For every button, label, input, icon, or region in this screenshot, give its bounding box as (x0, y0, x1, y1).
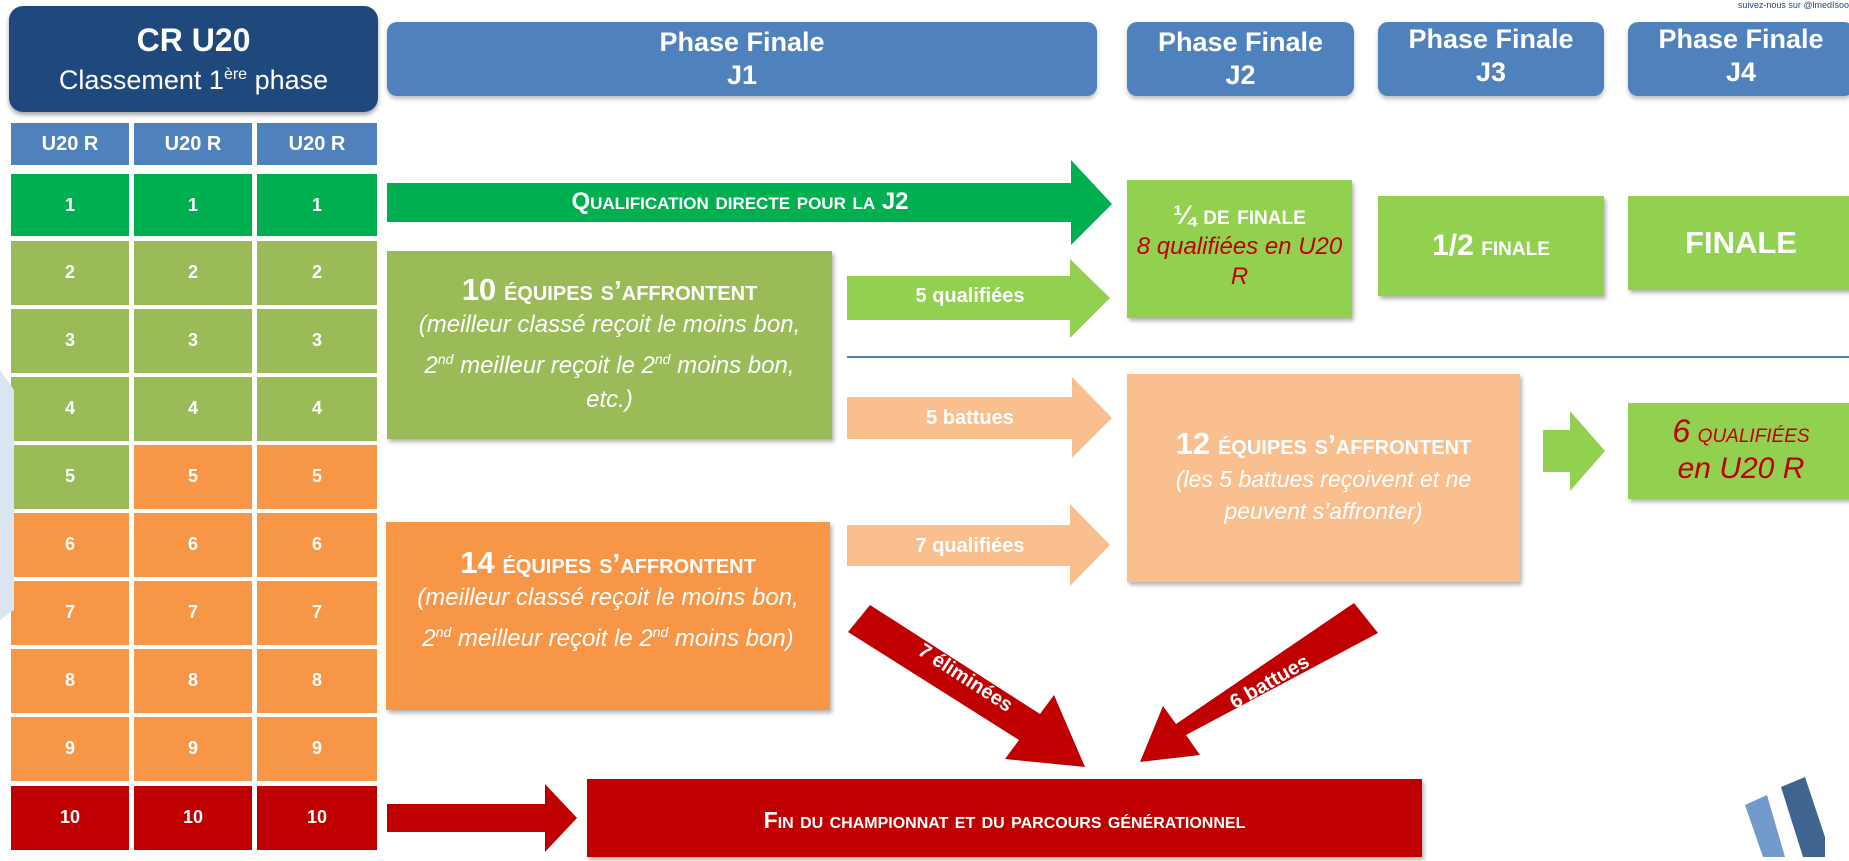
arrow-five-qualified (847, 259, 1110, 338)
ten-teams-title: 10 équipes s’affrontent (461, 272, 758, 307)
table-cell: 2 (11, 241, 129, 305)
arrow-five-beaten (847, 377, 1112, 458)
six-qualified-line1: 6 qualifiées (1672, 413, 1810, 449)
social-handle: suivez-nous sur @lmedIsoo (1737, 0, 1849, 10)
table-cell: 5 (134, 445, 252, 509)
table-cell: 10 (11, 786, 129, 850)
table-cell: 7 (134, 581, 252, 645)
cr-subtitle: Classement 1ère phase (58, 65, 329, 95)
table-cell: 6 (11, 513, 129, 577)
fourteen-teams-box: 14 équipes s’affrontent (meilleur classé… (386, 522, 830, 710)
cr-u20-header: CR U20 Classement 1ère phase (9, 6, 378, 112)
table-cell: 4 (11, 377, 129, 441)
table-cell: 1 (257, 174, 377, 236)
quarter-final-box: ¼ de finale 8 qualifiées en U20 R (1127, 180, 1352, 318)
semi-final-box: 1/2 finale (1378, 196, 1604, 296)
five-beaten-label: 5 battues (926, 407, 1014, 429)
table-cell: 6 (134, 513, 252, 577)
table-cell: 4 (134, 377, 252, 441)
quarter-final-note: 8 qualifiées en U20 R (1136, 233, 1343, 290)
table-cell: 8 (257, 649, 377, 713)
table-cell: 1 (11, 174, 129, 236)
table-cell: 2 (257, 241, 377, 305)
table-cell: 9 (11, 717, 129, 781)
table-cell: 5 (257, 445, 377, 509)
table-cell: 3 (134, 309, 252, 373)
table-cell: 8 (134, 649, 252, 713)
arrow-to-six-qualified (1543, 411, 1605, 491)
quarter-final-title: ¼ de finale (1173, 200, 1306, 230)
six-qualified-line2: en U20 R (1677, 452, 1805, 485)
table-col-header: U20 R (11, 123, 129, 165)
twelve-teams-title: 12 équipes s’affrontent (1175, 426, 1472, 461)
six-qualified-box: 6 qualifiées en U20 R (1628, 403, 1849, 499)
table-cell: 6 (257, 513, 377, 577)
table-cell: 7 (11, 581, 129, 645)
table-cell: 10 (257, 786, 377, 850)
arrow-seven-eliminated (848, 605, 1085, 767)
table-cell: 1 (134, 174, 252, 236)
arrow-qualification (387, 160, 1112, 245)
cr-title: CR U20 (136, 22, 251, 58)
table-cell: 3 (257, 309, 377, 373)
final-box: FINALE (1628, 196, 1849, 290)
ten-teams-desc: (meilleur classé reçoit le moins bon, 2n… (418, 311, 801, 413)
qualification-label: Qualification directe pour la J2 (571, 188, 909, 215)
table-cell: 8 (11, 649, 129, 713)
five-qualified-label: 5 qualifiées (915, 285, 1025, 307)
arrow-six-beaten (1140, 603, 1378, 762)
table-cell: 7 (257, 581, 377, 645)
table-col-header: U20 R (134, 123, 252, 165)
table-cell: 5 (11, 445, 129, 509)
fourteen-teams-title: 14 équipes s’affrontent (460, 545, 756, 580)
ten-teams-box: 10 équipes s’affrontent (meilleur classé… (387, 251, 832, 439)
twelve-teams-box: 12 équipes s’affrontent (les 5 battues r… (1127, 374, 1520, 582)
table-cell: 9 (257, 717, 377, 781)
arrow-to-end (387, 784, 577, 852)
table-cell: 10 (134, 786, 252, 850)
left-decoration (0, 370, 14, 620)
table-cell: 3 (11, 309, 129, 373)
table-cell: 2 (134, 241, 252, 305)
table-cell: 9 (134, 717, 252, 781)
table-col-header: U20 R (257, 123, 377, 165)
fourteen-teams-desc: (meilleur classé reçoit le moins bon, 2n… (417, 584, 799, 652)
end-of-championship-box: Fin du championnat et du parcours généra… (587, 779, 1422, 857)
arrow-seven-qualified (847, 504, 1110, 586)
logo-decoration (1745, 777, 1825, 857)
seven-qualified-label: 7 qualifiées (915, 535, 1025, 557)
table-cell: 4 (257, 377, 377, 441)
twelve-teams-desc: (les 5 battues reçoivent et ne peuvent s… (1175, 466, 1472, 524)
